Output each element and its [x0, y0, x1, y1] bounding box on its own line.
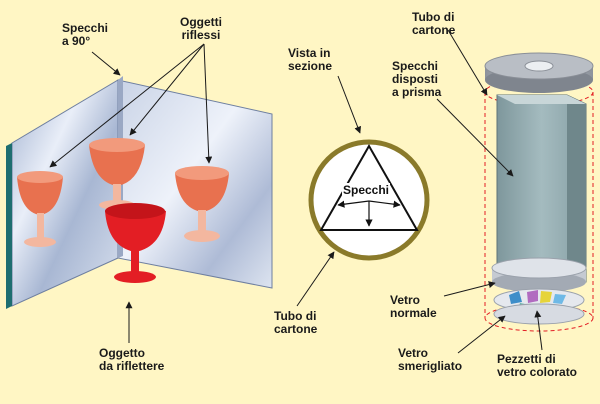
middle-pointers [296, 75, 361, 307]
label-tubo-di-cartone-left: Tubo di cartone [274, 309, 318, 336]
label-vetro-smerigliato: Vetro smerigliato [398, 346, 463, 373]
label-specchi-center: Specchi [342, 183, 391, 197]
label-vista-in-sezione: Vista in sezione [288, 46, 333, 73]
cross-section [308, 139, 430, 261]
label-oggetto-da-riflettere: Oggetto da riflettere [99, 346, 165, 373]
reflected-glass-left [17, 171, 63, 247]
label-vetro-normale: Vetro normale [390, 293, 437, 320]
reflected-glass-center [89, 138, 145, 210]
label-tubo-di-cartone-right: Tubo di cartone [412, 10, 456, 37]
label-specchi-disposti: Specchi disposti a prisma [392, 59, 442, 99]
reflected-glass-right [175, 166, 229, 242]
label-specchi-90: Specchi a 90° [62, 21, 109, 48]
real-glass [105, 203, 166, 283]
left-pointers [49, 43, 213, 343]
right-pointers [436, 29, 543, 354]
label-oggetti-riflessi: Oggetti riflessi [180, 15, 222, 42]
label-pezzetti-vetro-colorato: Pezzetti di vetro colorato [497, 352, 578, 379]
kaleidoscope-tube [484, 52, 594, 332]
